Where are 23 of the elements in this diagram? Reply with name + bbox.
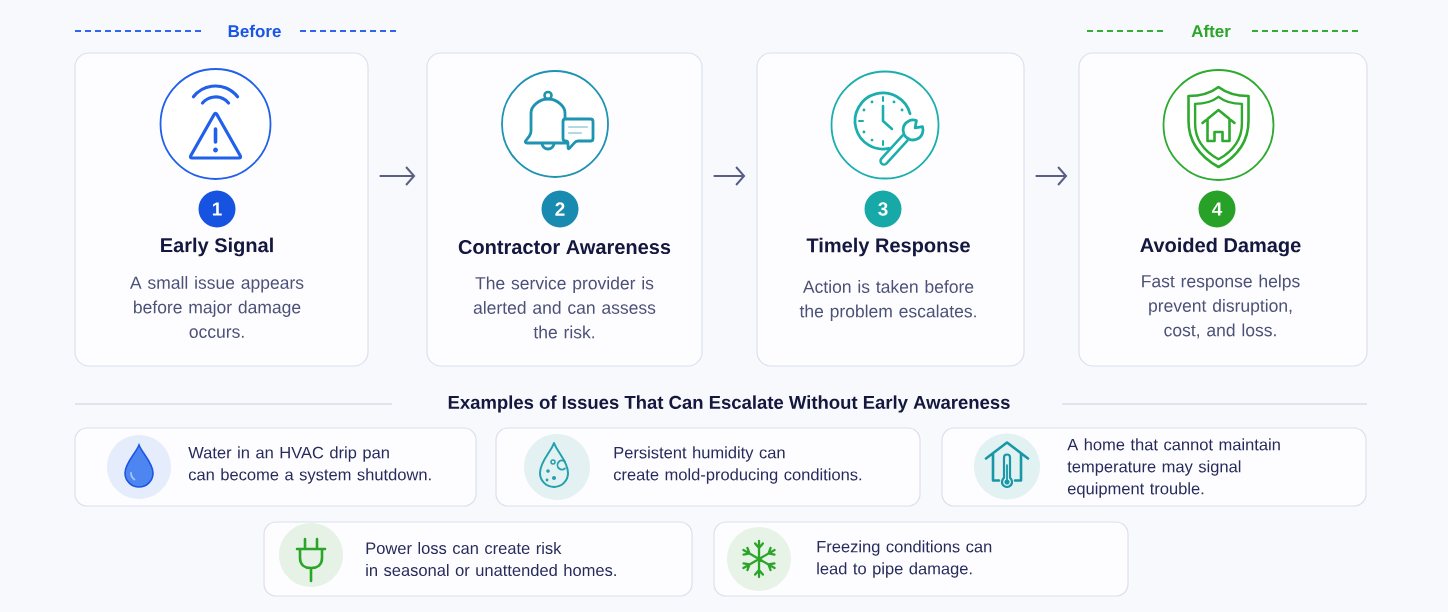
- phase-label: Before: [228, 24, 281, 38]
- section-heading: Examples of Issues That Can Escalate Without Early Awareness: [448, 395, 1010, 413]
- step-description: The service provider is alerted and can assess the risk.: [473, 276, 656, 339]
- arrow: [712, 166, 746, 186]
- example-text: A home that cannot maintain temperature may signal equipment trouble.: [1067, 438, 1280, 498]
- example-text: Water in an HVAC drip pan can become a system shutdown.: [188, 446, 431, 484]
- step-title: Timely Response: [806, 237, 970, 257]
- example-text: Persistent humidity can create mold-producing conditions.: [613, 446, 862, 484]
- example-text: Power loss can create risk in seasonal or unattended homes.: [366, 541, 616, 577]
- example-text: Freezing conditions can lead to pipe damage.: [817, 540, 992, 578]
- step-description: Action is taken before the problem escalates.: [799, 280, 976, 321]
- number-badge: 2: [541, 190, 579, 228]
- number-badge: 3: [864, 190, 902, 228]
- step-description: Fast response helps prevent disruption, cost, and loss.: [1142, 274, 1300, 339]
- step-title: Early Signal: [161, 237, 273, 257]
- step-title: Contractor Awareness: [458, 239, 671, 255]
- number-badge: 1: [198, 190, 236, 228]
- phase-label: After: [1191, 24, 1231, 38]
- arrow: [378, 166, 416, 186]
- step-description: A small issue appears before major damage occurs.: [130, 276, 304, 338]
- step-title: Avoided Damage: [1140, 237, 1301, 257]
- arrow: [1034, 166, 1068, 186]
- number-badge: 4: [1198, 190, 1236, 228]
